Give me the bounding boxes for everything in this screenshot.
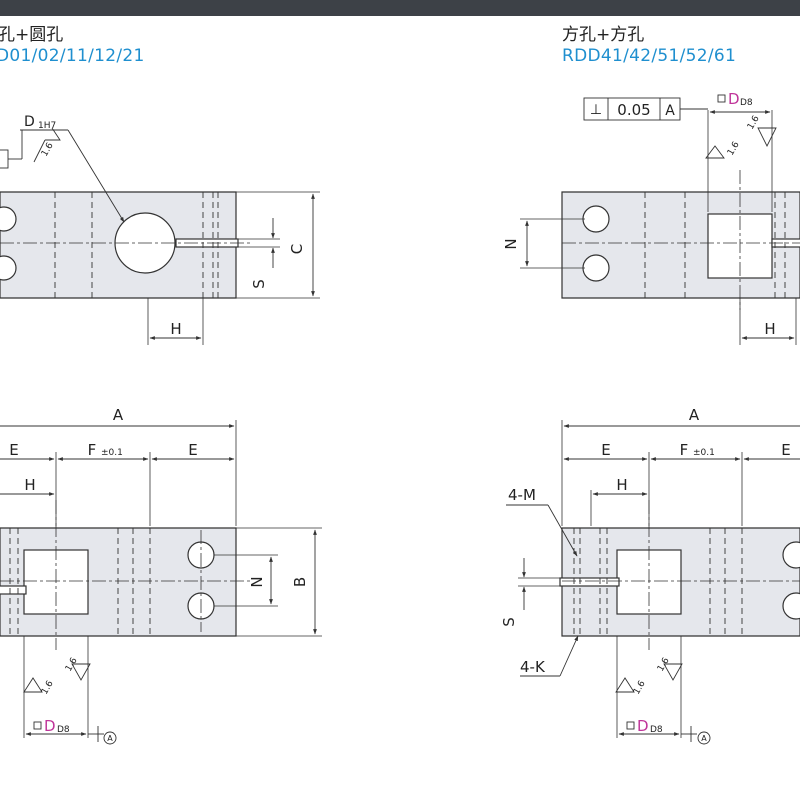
bolt-hole: [0, 206, 17, 232]
hole-4k-label: 4-K: [520, 658, 546, 676]
dimension-e-label: E: [601, 441, 610, 459]
dimension-s-label: S: [500, 617, 518, 627]
dimension-f-label: F: [680, 441, 689, 459]
dimension-d-label-top: D: [728, 90, 740, 108]
dimension-a-label: A: [113, 406, 124, 424]
roughness-label: 1.6: [632, 679, 648, 697]
left-panel-code: D01/02/11/12/21: [0, 46, 145, 66]
roughness-label: 1.6: [656, 656, 672, 674]
bottom-left-view: [0, 420, 322, 745]
dimension-e-label: E: [9, 441, 18, 459]
thread-4m-label: 4-M: [508, 486, 536, 504]
right-panel-title: 方孔+方孔: [562, 25, 645, 45]
square-symbol: [33, 721, 42, 730]
roughness-label: 1.6: [40, 141, 56, 159]
dimension-d-label: D: [637, 717, 649, 735]
dimension-d-subscript-top: D8: [740, 98, 753, 108]
top-left-view: [0, 127, 320, 345]
square-symbol: [717, 94, 726, 103]
d1-label: D: [24, 114, 35, 130]
dimension-b-label: B: [291, 577, 309, 587]
dimension-d-subscript: D8: [57, 725, 70, 735]
dimension-f-tolerance: ±0.1: [693, 448, 715, 458]
top-right-view: [520, 97, 800, 345]
right-panel-code: RDD41/42/51/52/61: [562, 46, 737, 66]
dimension-c-label: C: [288, 244, 306, 254]
dimension-e-label: E: [781, 441, 790, 459]
dimension-h-label: H: [764, 320, 775, 338]
bolt-hole: [0, 255, 17, 281]
roughness-label: 1.6: [726, 140, 742, 158]
d1-subscript: 1H7: [38, 121, 56, 131]
dimension-h-label: H: [616, 476, 627, 494]
roughness-label: 1.6: [40, 679, 56, 697]
dimension-f-label: F: [88, 441, 97, 459]
dimension-a-label: A: [689, 406, 700, 424]
roughness-label: 1.6: [64, 656, 80, 674]
datum-label: A: [665, 103, 675, 119]
dimension-h-label: H: [24, 476, 35, 494]
dimension-e-label: E: [188, 441, 197, 459]
dimension-n-label: N: [248, 576, 266, 587]
dimension-d-subscript: D8: [650, 725, 663, 735]
roughness-label: 1.6: [746, 114, 762, 132]
datum-circle-label: A: [107, 734, 113, 743]
datum-circle-label: A: [701, 734, 707, 743]
square-symbol: [626, 721, 635, 730]
dimension-s-label: S: [250, 279, 268, 289]
tolerance-value: 0.05: [617, 101, 650, 119]
bottom-right-view: [506, 420, 800, 745]
dimension-d-label: D: [44, 717, 56, 735]
dimension-h-label: H: [170, 320, 181, 338]
dimension-f-tolerance: ±0.1: [101, 448, 123, 458]
top-bar: [0, 0, 800, 16]
dimension-n-label: N: [502, 238, 520, 249]
left-panel-title: 孔+圆孔: [0, 25, 64, 45]
perpendicularity-symbol: ⊥: [590, 102, 602, 118]
